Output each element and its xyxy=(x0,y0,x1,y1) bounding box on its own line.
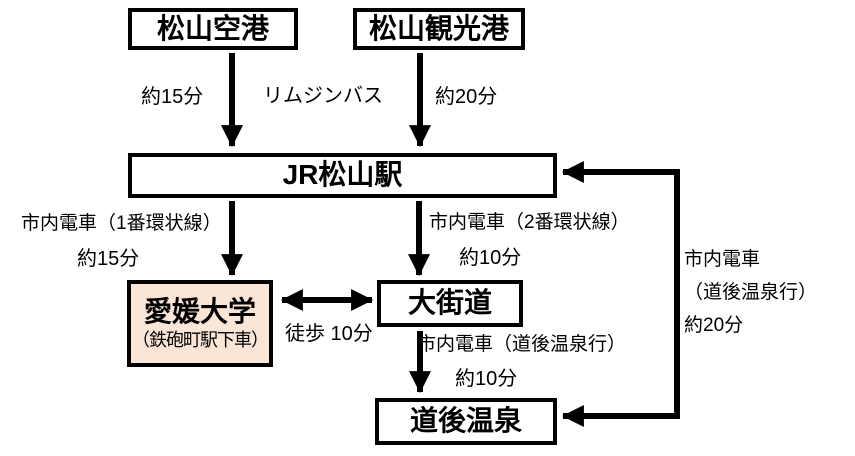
node-matsuyama-airport: 松山空港 xyxy=(128,8,298,50)
label-loop-duration: 約20分 xyxy=(684,315,744,336)
node-okaido: 大街道 xyxy=(377,280,523,327)
label-loop-destination: （道後温泉行） xyxy=(684,282,818,303)
node-matsuyama-tourist-port: 松山観光港 xyxy=(353,8,525,50)
node-jr-matsuyama-station: JR松山駅 xyxy=(128,153,557,198)
node-ehime-university: 愛媛大学 （鉄砲町駅下車） xyxy=(127,280,273,367)
label-limousine-bus: リムジンバス xyxy=(263,85,383,107)
node-label: 松山空港 xyxy=(156,12,269,44)
label-tram-dogo-bound: 市内電車（道後温泉行） xyxy=(417,334,627,355)
label-walk-duration: 徒歩 10分 xyxy=(285,323,373,345)
node-label: 松山観光港 xyxy=(368,12,509,44)
node-label: 大街道 xyxy=(407,287,492,319)
node-label: JR松山駅 xyxy=(282,159,403,191)
label-loop-route: 市内電車 （道後温泉行） 約20分 xyxy=(684,243,817,342)
label-tram-dogo-duration: 約10分 xyxy=(455,368,518,390)
label-port-duration: 約20分 xyxy=(435,86,498,108)
label-tram-line1: 市内電車（1番環状線） xyxy=(21,213,222,234)
node-dogo-onsen: 道後温泉 xyxy=(375,398,557,445)
label-tram-line2: 市内電車（2番環状線） xyxy=(429,212,630,233)
node-label: 愛媛大学 xyxy=(143,295,256,327)
node-label: 道後温泉 xyxy=(409,405,522,437)
label-tram-line2-duration: 約10分 xyxy=(459,247,522,269)
label-tram-line1-duration: 約15分 xyxy=(77,248,140,270)
label-loop-line: 市内電車 xyxy=(684,249,761,270)
node-note: （鉄砲町駅下車） xyxy=(132,329,269,350)
label-airport-duration: 約15分 xyxy=(141,86,204,108)
arrow-loop-jr-dogo xyxy=(561,161,680,427)
